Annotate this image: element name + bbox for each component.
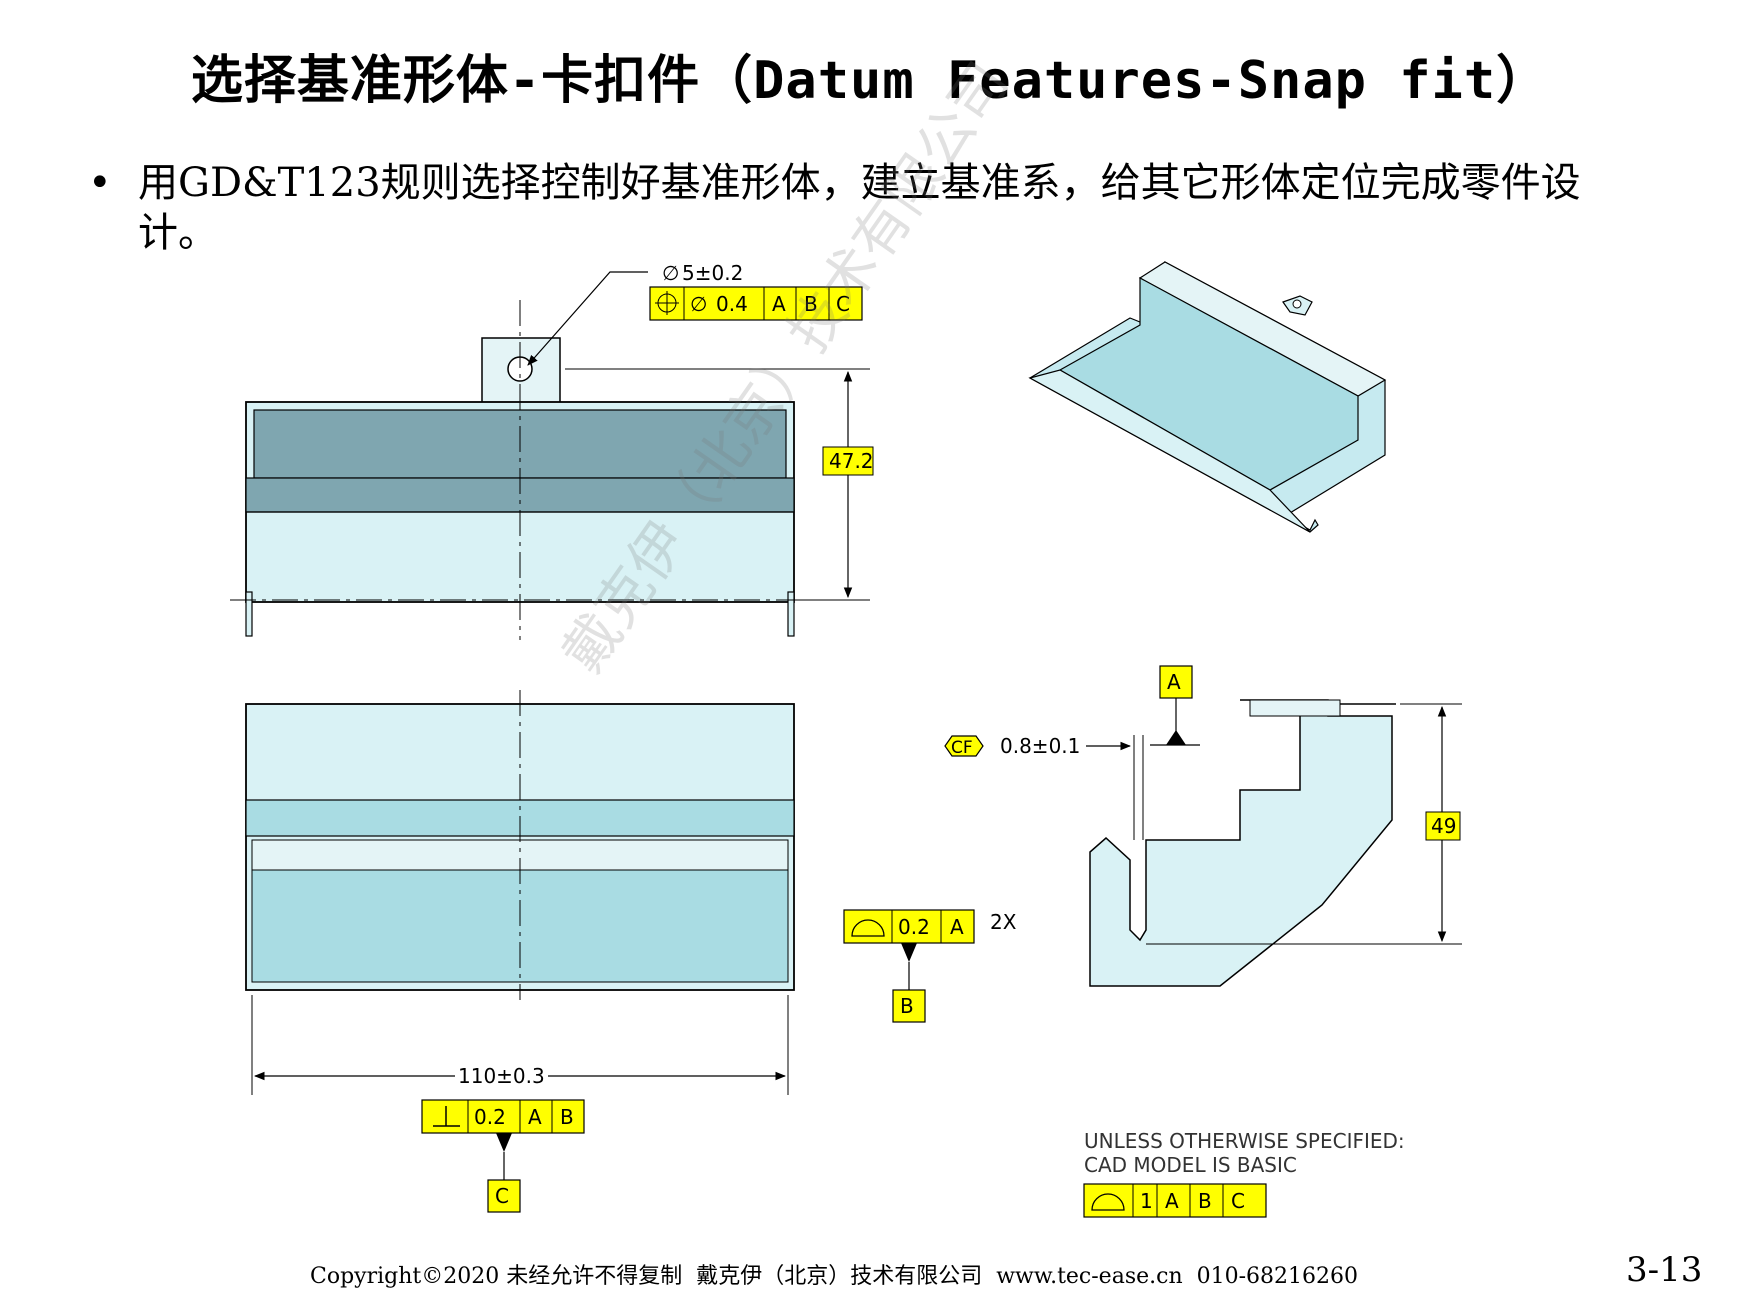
page-title: 选择基准形体-卡扣件（Datum Features-Snap fit） <box>190 51 1550 111</box>
page-number: 3-13 <box>1626 1250 1703 1290</box>
front-view: 110±0.3 0.2 A B C <box>245 690 795 1213</box>
perp-fcf: 0.2 A B <box>421 1099 585 1134</box>
hole-fcf-datum-c: C <box>836 292 850 316</box>
dim-47-2: 47.2 <box>829 449 874 473</box>
dim-49: 49 <box>1431 814 1456 838</box>
datum-a-label: A <box>1167 670 1181 694</box>
diameter-symbol: ∅ <box>662 261 679 285</box>
general-note: UNLESS OTHERWISE SPECIFIED: CAD MODEL IS… <box>1083 1129 1405 1218</box>
hole-fcf-datum-a: A <box>772 292 786 316</box>
profile-fcf: 0.2 A <box>843 909 975 944</box>
bullet-dot: • <box>88 160 112 206</box>
note-fcf-datum-b: B <box>1198 1189 1212 1213</box>
cf-label: CF <box>951 738 973 758</box>
perp-fcf-datum-a: A <box>528 1105 542 1129</box>
profile-symbol-icon <box>851 919 885 937</box>
profile-symbol-icon <box>1091 1193 1125 1211</box>
count-2x: 2X <box>990 910 1017 934</box>
hole-fcf-tol: 0.4 <box>716 292 748 316</box>
hole-fcf-datum-b: B <box>804 292 818 316</box>
hole-fcf: ∅ 0.4 A B C <box>649 286 863 321</box>
hole-dim: 5±0.2 <box>682 261 743 285</box>
datum-c-label: C <box>495 1184 509 1208</box>
note-fcf-tol: 1 <box>1140 1189 1153 1213</box>
note-fcf-datum-c: C <box>1231 1189 1245 1213</box>
isometric-view <box>1028 261 1387 533</box>
perp-fcf-datum-b: B <box>560 1105 574 1129</box>
note-line-1: UNLESS OTHERWISE SPECIFIED: <box>1084 1129 1405 1153</box>
hole-leader <box>527 271 648 366</box>
note-fcf-datum-a: A <box>1165 1189 1179 1213</box>
footer: Copyright©2020 未经允许不得复制 戴克伊（北京）技术有限公司 ww… <box>310 1264 1358 1289</box>
note-line-2: CAD MODEL IS BASIC <box>1084 1153 1297 1177</box>
thickness-dim: 0.8±0.1 <box>1000 734 1080 758</box>
left-clip <box>245 591 253 637</box>
cf-symbol-icon <box>944 735 984 757</box>
bullet-text: 用GD&T123规则选择控制好基准形体，建立基准系，给其它形体定位完成零件设计。 <box>138 160 1581 256</box>
profile-fcf-tol: 0.2 <box>898 915 930 939</box>
top-view: ∅ 5±0.2 ∅ 0.4 A B C 47.2 <box>230 261 874 640</box>
dim-110: 110±0.3 <box>458 1064 545 1088</box>
perp-fcf-tol: 0.2 <box>474 1105 506 1129</box>
diameter-symbol: ∅ <box>690 292 707 316</box>
datum-b-label: B <box>900 994 914 1018</box>
profile-fcf-datum-a: A <box>950 915 964 939</box>
right-clip <box>787 591 795 637</box>
side-view: A CF 0.8±0.1 49 0.2 A 2X B <box>843 665 1462 1023</box>
